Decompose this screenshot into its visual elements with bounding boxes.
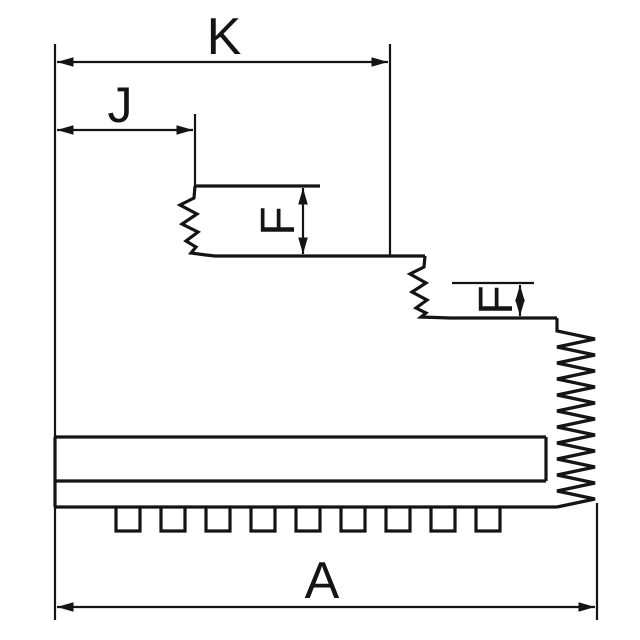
jaw-right-serration xyxy=(555,318,596,509)
dim-f-upper-label: F xyxy=(252,206,305,235)
jaw-guide-band xyxy=(55,435,548,483)
dimensions: K J F F A xyxy=(53,8,599,620)
dim-a-label: A xyxy=(305,552,340,610)
dim-k-label: K xyxy=(207,8,242,66)
jaw-outline xyxy=(53,184,596,533)
jaw-bottom-teeth xyxy=(114,507,502,533)
dim-j-label: J xyxy=(108,77,133,133)
jaw-step2-serrated-face xyxy=(406,255,451,320)
dim-f-lower-label: F xyxy=(470,285,523,314)
jaw-step1-serrated-face xyxy=(176,185,216,258)
